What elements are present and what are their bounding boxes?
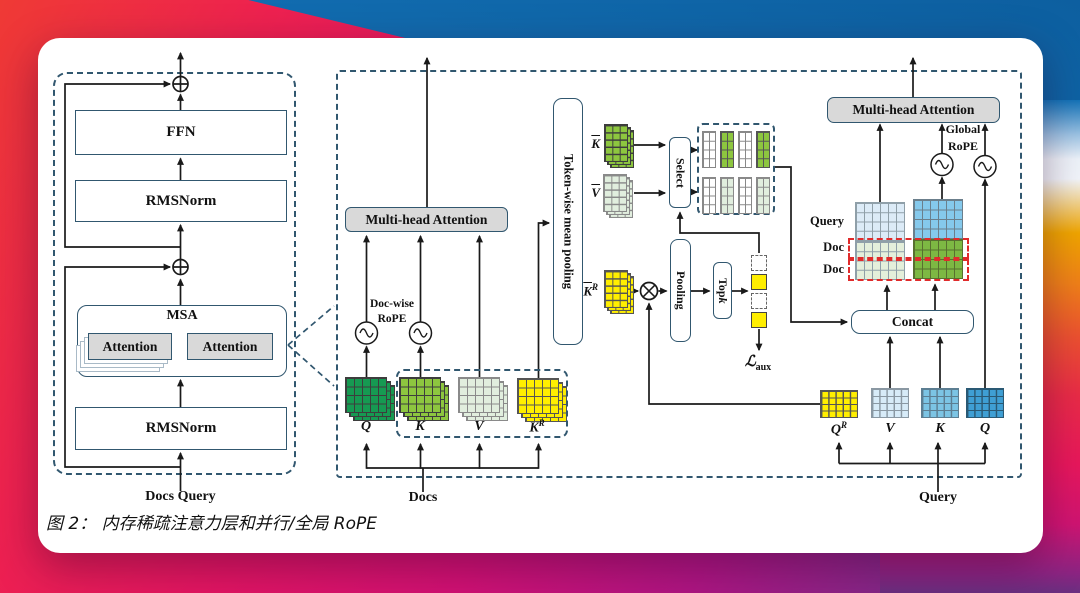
msa-detail-dashed-panel (336, 70, 1022, 478)
doc-wise-label: Doc-wise (369, 298, 415, 310)
topk-block: Topk (713, 262, 732, 319)
attention-left-block: Attention (88, 333, 172, 360)
row-label-doc1: Doc (823, 240, 844, 254)
select-label: Select (673, 157, 688, 188)
rmsnorm-bottom-block: RMSNorm (75, 407, 287, 450)
tensor-qr-label: QR (817, 420, 861, 438)
selected-block-white (738, 131, 752, 168)
global-label: Global (945, 122, 981, 136)
tensor-query-qr (820, 390, 858, 418)
ffn-block: FFN (75, 110, 287, 155)
score-cell-unselected (751, 255, 767, 271)
kvkr-dashed-group (396, 369, 568, 438)
tensor-qr-sup: R (841, 420, 848, 430)
tensor-k-label: K (415, 419, 425, 434)
rmsnorm-bottom-label: RMSNorm (145, 420, 217, 436)
docs-query-input-label: Docs Query (145, 489, 216, 504)
aux-loss-symbol: ℒ (744, 354, 756, 370)
doc-rows-red-dashed-box (848, 259, 969, 281)
aux-loss-label: ℒaux (728, 354, 788, 373)
attention-right-label: Attention (202, 338, 258, 354)
selected-blocks-dashed-group (697, 123, 775, 215)
tensor-v-label: V (474, 419, 484, 434)
tensor-kbar-r-label: KR (560, 282, 598, 299)
tensor-query-v (871, 388, 909, 418)
tensor-query-k (921, 388, 959, 418)
tensor-vbar-label: V (568, 185, 600, 200)
right-multihead-attention-block: Multi-head Attention (827, 97, 1000, 123)
tensor-kbar-label: K (568, 136, 600, 151)
tensor-kr-label: KR (514, 418, 560, 436)
rmsnorm-top-block: RMSNorm (75, 180, 287, 222)
doc-wise-rope-label: RoPE (377, 313, 407, 325)
tensor-query-q-label: Q (979, 421, 991, 436)
row-label-doc2: Doc (823, 262, 844, 276)
concat-block: Concat (851, 310, 974, 334)
attention-left-label: Attention (102, 338, 158, 354)
sequence-grid-query-pale (855, 202, 905, 241)
tensor-vbar (603, 174, 627, 212)
middle-mha-label: Multi-head Attention (365, 211, 488, 227)
token-wise-mean-pooling-block: Token-wise mean pooling (553, 98, 583, 345)
tensor-docs-q (345, 377, 387, 413)
tensor-kbar-r (604, 270, 628, 308)
tensor-qr-base: Q (830, 422, 842, 438)
concat-label: Concat (891, 314, 934, 329)
tensor-kr-base: K (529, 420, 539, 436)
docs-input-label: Docs (408, 490, 438, 505)
msa-label: MSA (166, 308, 198, 323)
tensor-docs-v (458, 377, 500, 413)
selected-block-white (702, 131, 716, 168)
attention-right-block: Attention (187, 333, 273, 360)
tensor-q-label: Q (360, 419, 372, 434)
selected-block-pale (756, 177, 770, 214)
tensor-kr-sup: R (538, 418, 545, 428)
row-label-query: Query (809, 214, 844, 228)
tensor-kbar-r-sup: R (591, 282, 598, 292)
tensor-kbar-base: K (591, 136, 600, 151)
tensor-query-v-label: V (885, 421, 895, 436)
topk-base: Top (716, 277, 730, 298)
aux-loss-sub: aux (755, 362, 772, 373)
tensor-kbar-r-base: K (583, 283, 592, 299)
score-cell-unselected (751, 293, 767, 309)
selected-block-pale (720, 177, 734, 214)
selected-block-green (756, 131, 770, 168)
selected-block-white (738, 177, 752, 214)
score-cell-selected (751, 274, 767, 290)
tensor-query-k-label: K (935, 421, 945, 436)
right-mha-label: Multi-head Attention (852, 102, 975, 117)
selected-block-white (702, 177, 716, 214)
tensor-docs-k (399, 377, 441, 413)
token-pooling-label: Token-wise mean pooling (561, 154, 576, 289)
query-input-label: Query (918, 490, 958, 505)
pooling-block: Pooling (670, 239, 691, 342)
selected-block-green (720, 131, 734, 168)
pooling-label: Pooling (674, 271, 688, 310)
topk-k: k (716, 297, 730, 304)
tensor-query-q (966, 388, 1004, 418)
doc-rows-red-dashed-box (848, 238, 969, 259)
tensor-kbar (604, 124, 628, 162)
middle-multihead-attention-block: Multi-head Attention (345, 207, 508, 232)
ffn-label: FFN (166, 124, 196, 140)
topk-label: Topk (715, 278, 730, 304)
transformer-block-dashed-panel (53, 72, 296, 475)
select-block: Select (669, 137, 691, 208)
tensor-docs-kr (517, 378, 559, 414)
score-cell-selected (751, 312, 767, 328)
figure-caption: 图 2： 内存稀疏注意力层和并行/全局 RoPE (46, 514, 377, 534)
tensor-vbar-base: V (591, 185, 600, 200)
rmsnorm-top-label: RMSNorm (145, 192, 217, 209)
sequence-grid-query-blue (913, 199, 963, 239)
global-rope-label: RoPE (948, 139, 978, 153)
